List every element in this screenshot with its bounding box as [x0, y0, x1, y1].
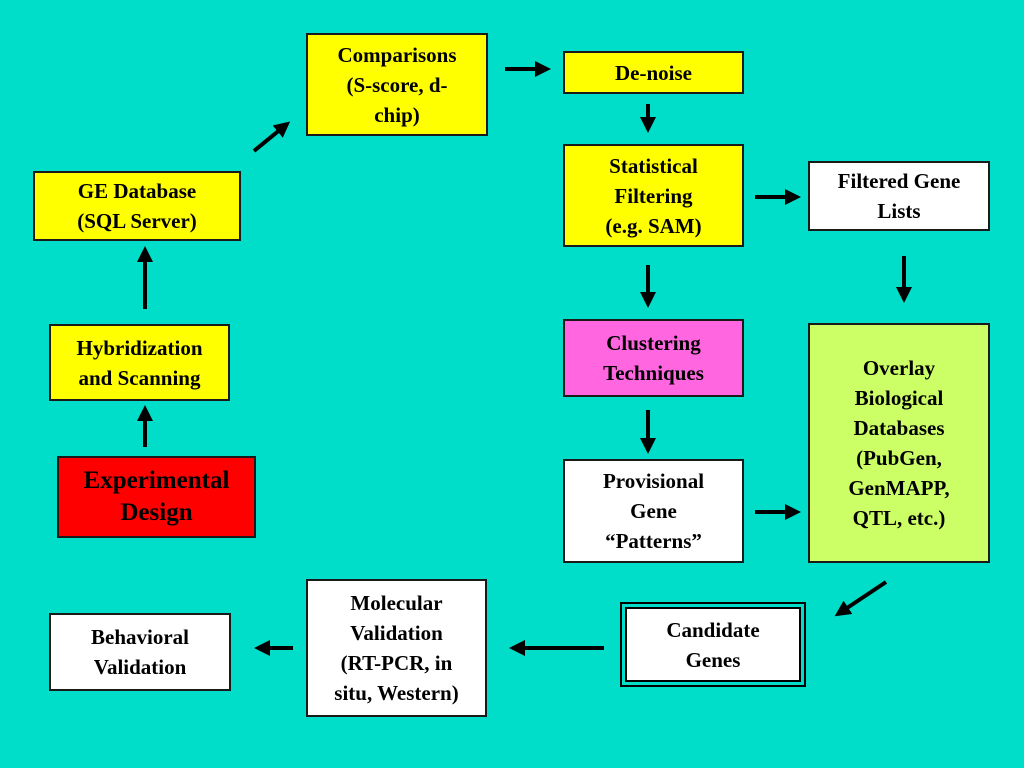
- behavioral-validation-label: Behavioral Validation: [91, 625, 189, 679]
- statistical-filtering-box: Statistical Filtering (e.g. SAM): [563, 144, 744, 247]
- filtered-gene-lists-label: Filtered Gene Lists: [837, 169, 961, 223]
- statistical-filtering-label: Statistical Filtering (e.g. SAM): [605, 153, 702, 238]
- filtered-gene-lists-box: Filtered Gene Lists: [808, 161, 990, 231]
- denoise-label: De-noise: [615, 60, 692, 85]
- ge-database-box: GE Database (SQL Server): [33, 171, 241, 241]
- candidate-genes-label: Candidate Genes: [666, 617, 760, 672]
- clustering-label: Clustering Techniques: [603, 331, 704, 385]
- experimental-design-label: Experimental Design: [83, 467, 230, 526]
- comparisons-label: Comparisons (S-score, d- chip): [337, 42, 457, 127]
- comparisons-box: Comparisons (S-score, d- chip): [306, 33, 488, 136]
- clustering-box: Clustering Techniques: [563, 319, 744, 397]
- denoise-box: De-noise: [563, 51, 744, 94]
- provisional-patterns-box: Provisional Gene “Patterns”: [563, 459, 744, 563]
- overlay-databases-label: Overlay Biological Databases (PubGen, Ge…: [848, 356, 950, 530]
- candidate-genes-box: Candidate Genes: [620, 602, 806, 687]
- overlay-databases-box: Overlay Biological Databases (PubGen, Ge…: [808, 323, 990, 563]
- hybridization-label: Hybridization and Scanning: [76, 335, 203, 390]
- behavioral-validation-box: Behavioral Validation: [49, 613, 231, 691]
- molecular-validation-box: Molecular Validation (RT-PCR, in situ, W…: [306, 579, 487, 717]
- arrow-database-to-comparisons: [252, 121, 291, 153]
- experimental-design-box: Experimental Design: [57, 456, 256, 538]
- molecular-validation-label: Molecular Validation (RT-PCR, in situ, W…: [334, 591, 459, 705]
- provisional-patterns-label: Provisional Gene “Patterns”: [602, 469, 705, 553]
- ge-database-label: GE Database (SQL Server): [77, 179, 197, 233]
- arrow-overlay-to-candidate: [834, 580, 888, 617]
- hybridization-box: Hybridization and Scanning: [49, 324, 230, 401]
